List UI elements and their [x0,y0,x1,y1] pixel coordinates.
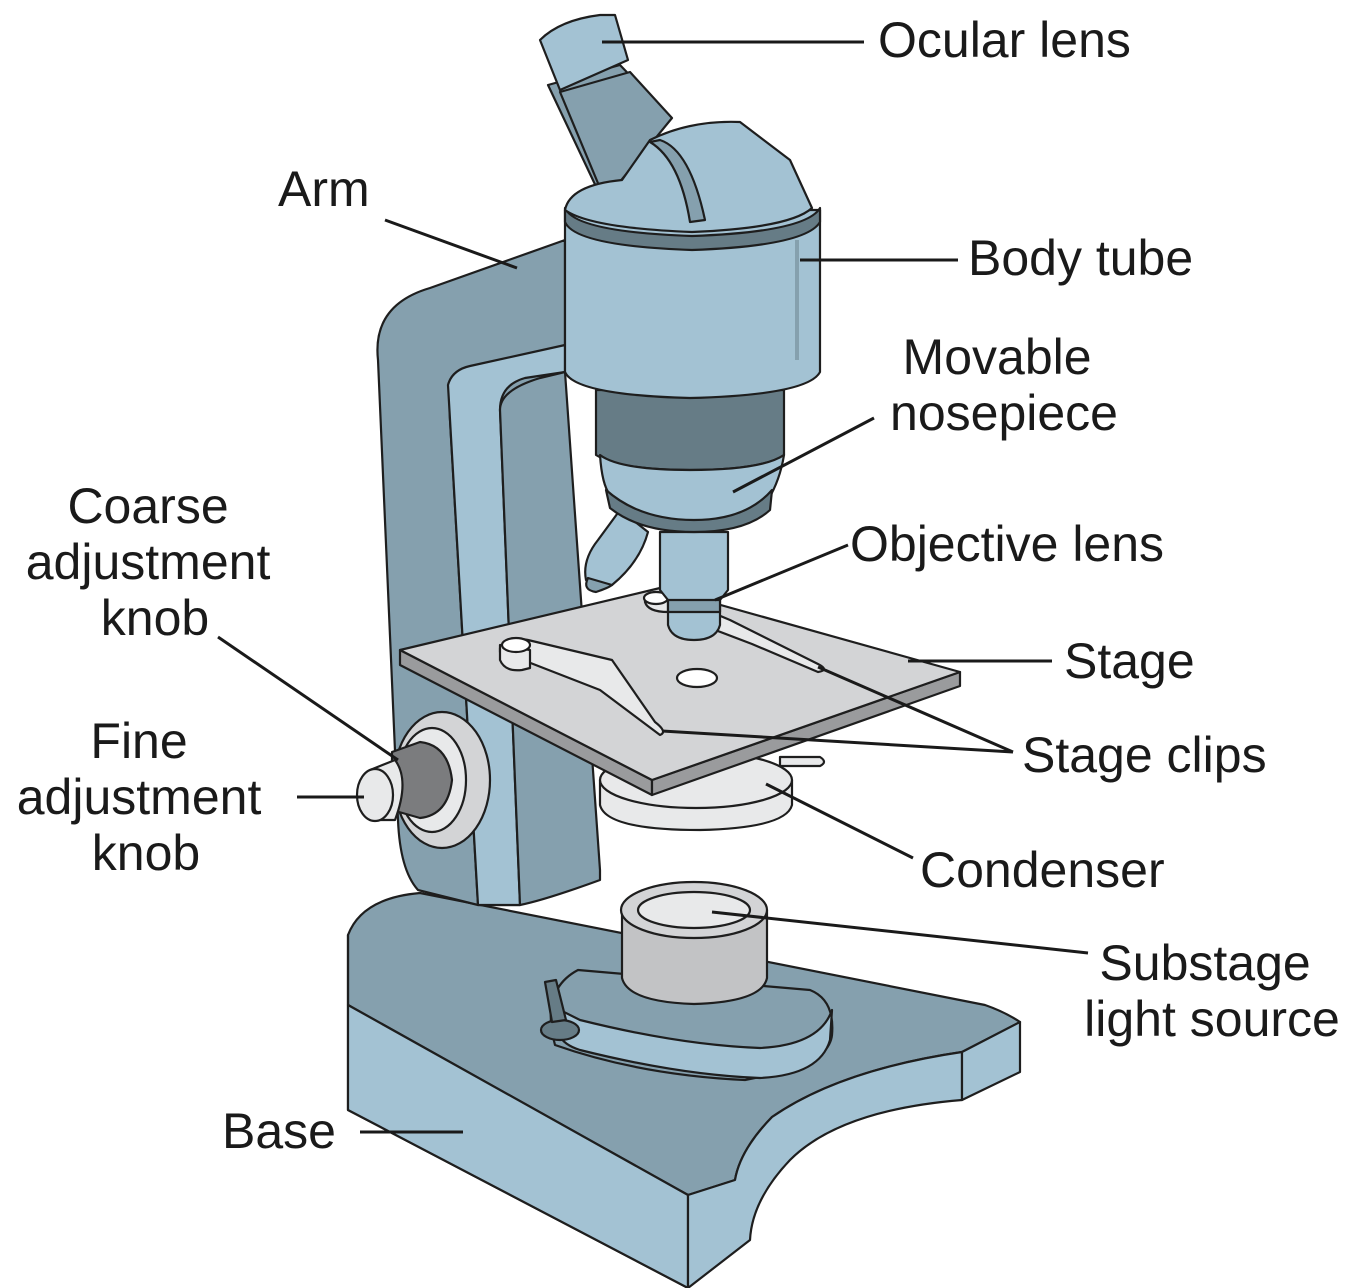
label-condenser: Condenser [920,842,1165,898]
leader-line-objective-lens [715,545,848,600]
label-arm: Arm [278,161,370,217]
label-base: Base [222,1103,336,1159]
label-coarse-adjustment-knob: Coarse adjustment knob [26,478,285,646]
coarse-adjustment-knob [392,712,490,848]
fine-adjustment-knob [357,760,403,821]
microscope-head [548,65,812,232]
leader-line-substage-light-source [712,912,1088,953]
body-tube [565,208,820,398]
label-fine-adjustment-knob: Fine adjustment knob [17,713,276,881]
label-substage-light-source: Substage light source [1084,935,1340,1047]
label-objective-lens: Objective lens [850,516,1164,572]
label-ocular-lens: Ocular lens [878,12,1131,68]
label-stage-clips: Stage clips [1022,727,1267,783]
label-movable-nosepiece: Movable nosepiece [890,329,1118,441]
label-stage: Stage [1064,633,1195,689]
movable-nosepiece [596,390,784,532]
leader-line-arm [385,220,517,268]
leader-line-condenser [766,784,913,858]
leader-line-coarse-adjustment-knob [218,637,398,760]
label-body-tube: Body tube [968,230,1193,286]
substage-light-source [621,882,767,1004]
